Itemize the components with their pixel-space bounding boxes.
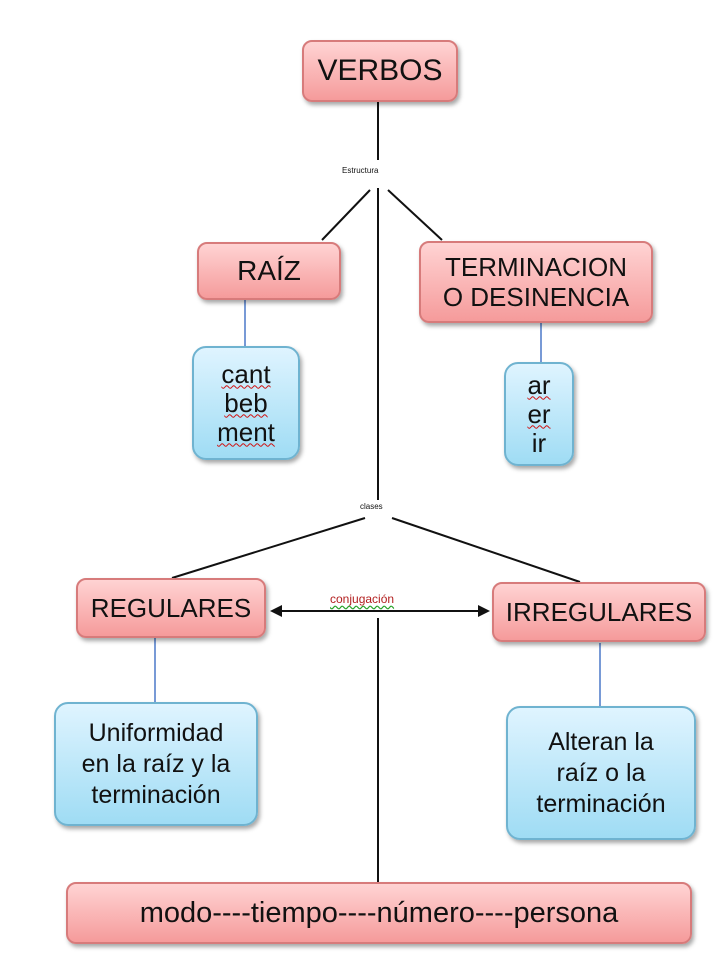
raiz-node: RAÍZ: [197, 242, 341, 300]
regulares-desc-line-2: en la raíz y la: [81, 749, 231, 778]
line-to-irregulares: [391, 517, 581, 583]
regulares-desc-line-1: Uniformidad: [88, 718, 224, 747]
example-cant: cant: [221, 358, 271, 389]
irregulares-desc-node: Alteran la raíz o la terminación: [506, 706, 696, 840]
irregulares-desc-line-2: raíz o la: [556, 758, 646, 787]
terminacion-node: TERMINACION O DESINENCIA: [419, 241, 653, 323]
irregulares-text: IRREGULARES: [505, 596, 693, 627]
irregulares-desc-line-1: Alteran la: [548, 727, 654, 756]
clases-label: clases: [358, 502, 385, 511]
example-ment: ment: [217, 416, 275, 447]
raiz-examples-node: cant beb ment: [192, 346, 300, 460]
regulares-desc-line-3: terminación: [91, 780, 221, 809]
example-beb: beb: [224, 387, 268, 418]
regulares-node: REGULARES: [76, 578, 266, 638]
estructura-label: Estructura: [340, 166, 381, 175]
verbos-node: VERBOS: [302, 40, 458, 102]
conjugacion-label: conjugación: [330, 592, 395, 606]
regulares-desc-node: Uniformidad en la raíz y la terminación: [54, 702, 258, 826]
raiz-text: RAÍZ: [237, 255, 301, 286]
ending-ar: ar: [527, 369, 551, 400]
line-to-regulares: [171, 517, 366, 579]
line-to-terminacion: [387, 189, 443, 241]
bottom-node: modo----tiempo----número----persona: [66, 882, 692, 944]
regulares-text: REGULARES: [90, 592, 252, 623]
ending-ir: ir: [531, 427, 547, 458]
bottom-text: modo----tiempo----número----persona: [139, 896, 619, 929]
irregulares-node: IRREGULARES: [492, 582, 706, 642]
ending-er: er: [527, 398, 551, 429]
terminacion-line-2: O DESINENCIA: [442, 282, 630, 312]
irregulares-desc-line-3: terminación: [536, 789, 666, 818]
terminacion-line-1: TERMINACION: [445, 252, 627, 282]
verbos-text: VERBOS: [317, 54, 443, 87]
line-to-raiz: [321, 189, 371, 241]
endings-node: ar er ir: [504, 362, 574, 466]
